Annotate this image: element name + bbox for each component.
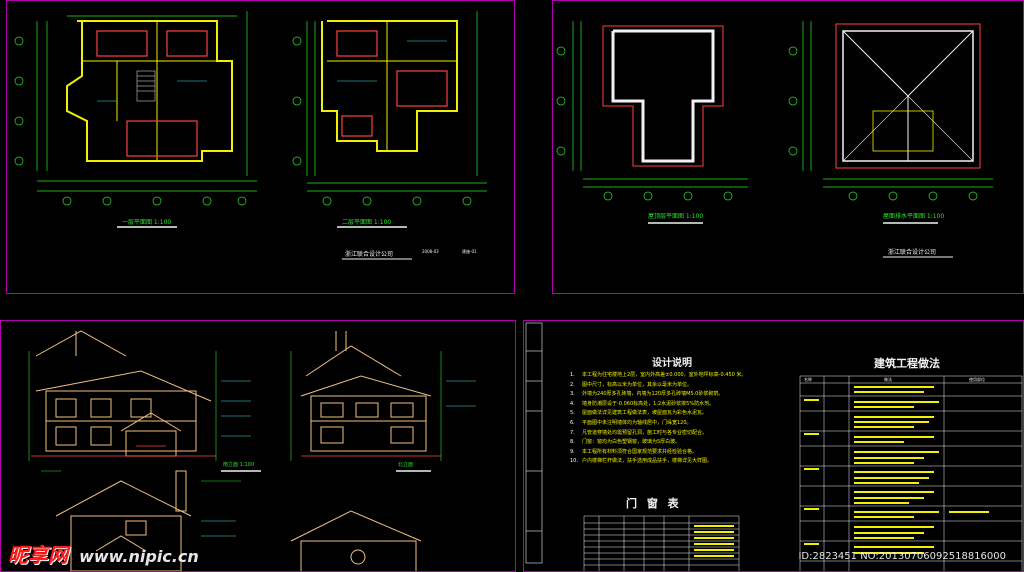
watermark: 昵享网 www.nipic.cn — [8, 539, 199, 568]
note-item: 8.门窗：窗均为白色塑钢窗，玻璃为5厚白玻。 — [570, 439, 681, 446]
note-item: 3.外墙为240厚多孔砖墙，内墙为120厚多孔砖墙M5.0砂浆砌筑。 — [570, 391, 724, 398]
plan2-label: 二层平面图 1:100 — [342, 219, 392, 226]
note-item: 4.墙身防潮层设于-0.060标高处，1:2水泥砂浆掺5%防水剂。 — [570, 400, 715, 407]
plans1-code-b: 建施-01 — [462, 249, 477, 254]
note-item: 2.图中尺寸，标高以米为单位，其余以毫米为单位。 — [570, 381, 693, 388]
watermark-logo: 昵享网 — [8, 543, 68, 567]
plans1-company: 浙江联合设计公司 — [345, 251, 394, 258]
plans1-code-a: 2008-03 — [422, 249, 439, 254]
door-window-table-title: 门 窗 表 — [626, 497, 682, 510]
note-item: 10.户内楼梯栏杆做法，扶手选用成品扶手，楼梯详见大样图。 — [570, 458, 713, 465]
plan1-label: 一层平面图 1:100 — [122, 219, 172, 226]
elevation-a-label: 南立面 1:100 — [223, 462, 254, 468]
note-item: 6.平面图中未注明墙体均为轴线居中，门垛宽120。 — [570, 419, 692, 426]
sheet-elevations[interactable]: 南立面 1:100 北立面 — [0, 320, 516, 572]
spec-col-usage: 使用部位 — [969, 377, 985, 382]
floor-plans-drawing — [14, 11, 487, 260]
notes-list: 1.本工程为住宅楼地上2层，室内外高差±0.000，室外地坪标高-0.450 米… — [570, 371, 790, 467]
watermark-id: ID:2823451 NO:20130706092518816000 — [798, 551, 1006, 562]
spec-title: 建筑工程做法 — [874, 357, 940, 370]
plans2-company: 浙江联合设计公司 — [888, 249, 937, 256]
notes-drawing — [525, 322, 1023, 571]
roof-plan-label: 屋顶层平面图 1:100 — [648, 213, 704, 220]
watermark-url: www.nipic.cn — [79, 547, 199, 566]
note-item: 9.本工程所有材料须符合国家规范要求并经检验合格。 — [570, 448, 698, 455]
elevation-b-label: 北立面 — [398, 462, 414, 468]
spec-col-method: 做法 — [884, 377, 892, 382]
note-item: 5.屋面做法详见建筑工程做法表，坡屋面瓦为彩色水泥瓦。 — [570, 410, 708, 417]
sheet-roof-plans[interactable]: 屋顶层平面图 1:100 屋面排水平面图 1:100 浙江联合设计公司 — [552, 0, 1024, 294]
notes-title: 设计说明 — [652, 358, 692, 369]
note-item: 7.凡管道穿墙处均需预留孔洞，施工时与各专业密切配合。 — [570, 429, 708, 436]
elevations-drawing — [28, 330, 476, 571]
sheet-floor-plans[interactable]: 一层平面图 1:100 二层平面图 1:100 浙江联合设计公司 2008-03… — [6, 0, 515, 294]
roof-plans-drawing — [556, 21, 993, 258]
note-item: 1.本工程为住宅楼地上2层，室内外高差±0.000，室外地坪标高-0.450 米… — [570, 372, 747, 378]
roof-drain-label: 屋面排水平面图 1:100 — [883, 213, 945, 220]
spec-col-name: 名称 — [804, 377, 812, 382]
sheet-design-notes[interactable]: 设计说明 1.本工程为住宅楼地上2层，室内外高差±0.000，室外地坪标高-0.… — [523, 320, 1024, 572]
